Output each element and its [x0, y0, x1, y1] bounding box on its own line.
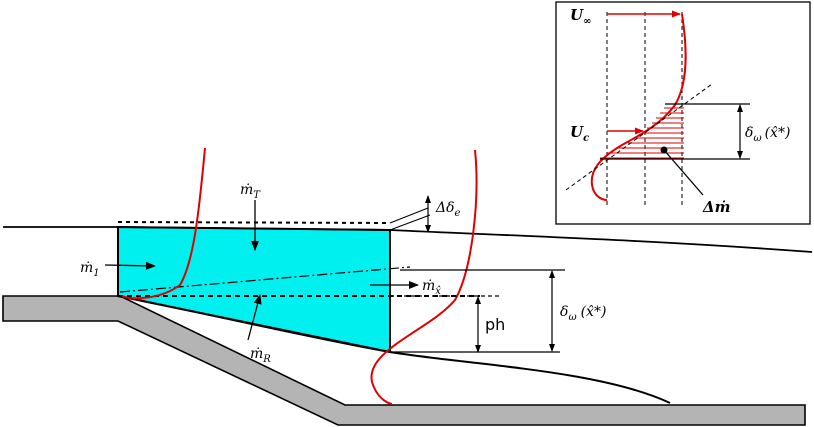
inset-hatching [600, 107, 684, 159]
velocity-profile-left [121, 147, 206, 300]
m-1-arrow [104, 261, 156, 270]
label-m-T: ṁT [240, 182, 261, 201]
velocity-profile-right [370, 149, 478, 405]
label-delta-de: Δδe [435, 200, 461, 219]
inset-panel: U∞ Uc δω(x̂*) Δṁ [555, 1, 811, 225]
inset-velocity-profile [590, 13, 687, 201]
inset-tangent-line [565, 83, 713, 191]
delta-de-bracket [389, 207, 431, 231]
inset-label-delta-omega: δω(x̂*) [745, 125, 790, 144]
inset-label-delta-m: Δṁ [702, 198, 731, 216]
m-R-arrow [247, 294, 262, 341]
label-delta-omega: δω(x̂*) [560, 304, 606, 323]
label-m-1: ṁ1 [80, 260, 100, 279]
upper-streamline [3, 226, 813, 253]
inset-label-U-c: Uc [570, 123, 589, 144]
wall-step [2, 295, 806, 426]
center-line-dashdot [119, 266, 411, 293]
inset-label-U-inf: U∞ [570, 6, 591, 27]
label-ph: ph [485, 315, 505, 334]
label-m-xhat: ṁx̂ [422, 278, 441, 297]
label-m-R: ṁR [250, 346, 271, 365]
displaced-streamline-dotted [117, 221, 391, 224]
inset-delta-m-leader [663, 149, 704, 196]
